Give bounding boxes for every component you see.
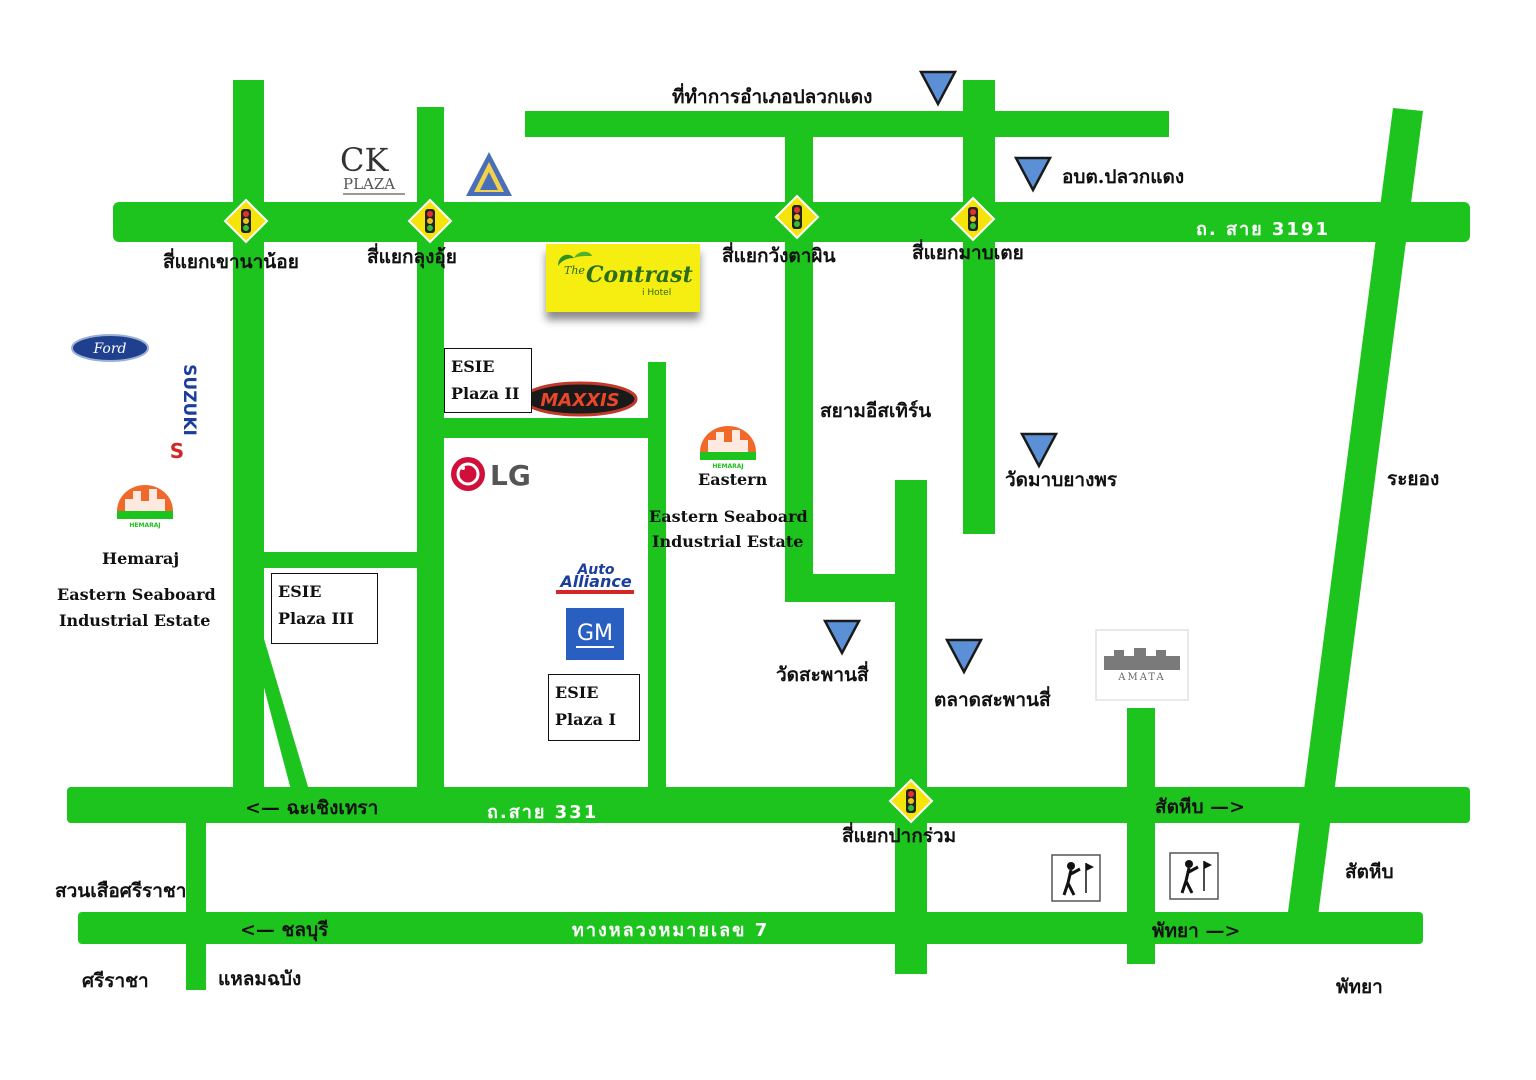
- svg-text:GM: GM: [577, 621, 613, 646]
- intersection-khao-na-noi: สี่แยกเขานาน้อย: [163, 251, 299, 273]
- marker-triangle-icon: [1019, 432, 1059, 469]
- landmark-district-office: ที่ทำการอำเภอปลวกแดง: [672, 86, 873, 108]
- landmark-talat-saphan-si: ตลาดสะพานสี่: [934, 689, 1051, 711]
- landmark-rayong: ระยอง: [1387, 468, 1440, 490]
- road-diagonal: [262, 632, 309, 790]
- hotel-the: The: [564, 264, 585, 277]
- road-label-3191: ถ. สาย 3191: [1196, 219, 1331, 240]
- ck-plaza-logo: CK PLAZA: [340, 141, 405, 195]
- amata-logo: AMATA: [1095, 629, 1189, 701]
- estate-hemaraj-line2: Eastern Seaboard: [57, 585, 216, 604]
- box-line-1: ESIE: [278, 582, 322, 601]
- landmark-laem-chabang: แหลมฉบัง: [218, 968, 302, 990]
- landmark-sriracha: ศรีราชา: [82, 970, 149, 992]
- marker-triangle-icon: [1013, 156, 1053, 193]
- suzuki-logo: SUZUKI: [179, 364, 199, 436]
- esie-plaza-iii-box: ESIE Plaza III: [271, 573, 378, 644]
- road-rayong: [1288, 108, 1423, 916]
- road-h-plaza-iii: [262, 552, 420, 568]
- auto-alliance-logo: Auto Alliance: [556, 562, 634, 594]
- location-markers: [822, 70, 1059, 675]
- hemaraj-logo: HEMARAJ: [117, 485, 173, 529]
- landmark-suan-suea-sriracha: สวนเสือศรีราชา: [55, 880, 187, 902]
- traffic-signals: [223, 194, 996, 824]
- landmark-pattaya: พัทยา: [1336, 976, 1383, 998]
- box-line-2: Plaza II: [451, 384, 520, 403]
- road-v-plaza-i: [648, 362, 666, 792]
- intersection-lung-ui: สี่แยกลุงอุ้ย: [367, 246, 457, 268]
- svg-text:AMATA: AMATA: [1117, 672, 1165, 683]
- landmark-sattahip: สัตหีบ: [1345, 861, 1394, 883]
- road-label-highway-7: ทางหลวงหมายเลข 7: [572, 920, 770, 941]
- svg-text:HEMARAJ: HEMARAJ: [129, 522, 160, 529]
- hemaraj-logo: HEMARAJ: [700, 426, 756, 470]
- golf-course-icon: [1051, 854, 1101, 902]
- svg-text:HEMARAJ: HEMARAJ: [712, 463, 743, 470]
- traffic-light-icon: [888, 778, 934, 824]
- golf-course-icon: [1169, 852, 1219, 900]
- gm-logo: GM: [566, 608, 624, 660]
- road-v-sattahip: [1127, 708, 1155, 964]
- svg-text:LG: LG: [490, 459, 531, 492]
- road-label-331: ถ.สาย 331: [487, 802, 599, 823]
- svg-text:CK: CK: [340, 141, 389, 179]
- road-v-sriracha: [186, 818, 206, 990]
- box-line-1: ESIE: [451, 357, 495, 376]
- estate-hemaraj-line3: Industrial Estate: [59, 611, 211, 630]
- traffic-light-icon: [223, 198, 269, 244]
- road-highway-7: [78, 912, 1423, 944]
- svg-text:Auto: Auto: [576, 562, 614, 578]
- maxxis-logo: MAXXIS: [522, 381, 638, 417]
- road-h-plaza-ii: [444, 418, 666, 438]
- estate-eastern-line3: Industrial Estate: [652, 532, 804, 551]
- marker-triangle-icon: [918, 70, 958, 107]
- lg-logo: LG: [451, 457, 531, 492]
- ford-logo: Ford: [71, 334, 149, 362]
- road-v-map-toei: [963, 80, 995, 534]
- estate-hemaraj-title: Hemaraj: [102, 549, 180, 568]
- road-v-pak-ruam: [895, 480, 927, 974]
- box-line-2: Plaza III: [278, 609, 354, 628]
- estate-eastern-title: Eastern: [698, 470, 768, 489]
- esie-plaza-ii-box: ESIE Plaza II: [444, 348, 532, 413]
- landmark-wat-map-yang-phon: วัดมาบยางพร: [1005, 469, 1118, 491]
- esie-plaza-i-box: ESIE Plaza I: [548, 674, 640, 741]
- svg-text:SUZUKI: SUZUKI: [179, 364, 199, 436]
- estate-eastern-line2: Eastern Seaboard: [649, 507, 808, 526]
- svg-text:MAXXIS: MAXXIS: [540, 390, 619, 411]
- suzuki-s-icon: S: [170, 439, 184, 463]
- traffic-light-icon: [774, 194, 820, 240]
- hotel-sub: i Hotel: [642, 288, 672, 298]
- marker-triangle-icon: [944, 638, 984, 675]
- road-v-khao-na-noi: [233, 80, 264, 822]
- contrast-hotel-sign: The Contrast i Hotel: [546, 244, 700, 312]
- landmark-siam-eastern: สยามอีสเทิร์น: [820, 400, 932, 422]
- landmark-sao-pluak-daeng: อบต.ปลวกแดง: [1062, 166, 1185, 188]
- landmark-wat-saphan-si: วัดสะพานสี่: [776, 664, 869, 686]
- intersection-map-toei: สี่แยกมาบเตย: [912, 242, 1024, 264]
- leaf-icon: [558, 251, 592, 266]
- road-district-office: [525, 111, 1169, 137]
- box-line-1: ESIE: [555, 683, 599, 702]
- intersection-pak-ruam: สี่แยกปากร่วม: [842, 825, 957, 847]
- direction-chonburi: <— ชลบุรี: [240, 919, 329, 941]
- triangle-brand-logo-icon: [466, 152, 512, 196]
- traffic-light-icon: [950, 196, 996, 242]
- marker-triangle-icon: [822, 619, 862, 656]
- svg-text:PLAZA: PLAZA: [343, 175, 395, 193]
- svg-text:Alliance: Alliance: [558, 572, 632, 591]
- traffic-light-icon: [407, 198, 453, 244]
- hotel-name: Contrast: [586, 262, 693, 288]
- direction-chachoengsao: <— ฉะเชิงเทรา: [245, 797, 379, 819]
- svg-text:Ford: Ford: [92, 341, 126, 357]
- direction-sattahip: สัตหีบ —>: [1155, 796, 1246, 818]
- box-line-2: Plaza I: [555, 710, 616, 729]
- direction-pattaya: พัทยา —>: [1152, 920, 1241, 942]
- intersection-wang-ta-phin: สี่แยกวังตาผิน: [722, 245, 836, 267]
